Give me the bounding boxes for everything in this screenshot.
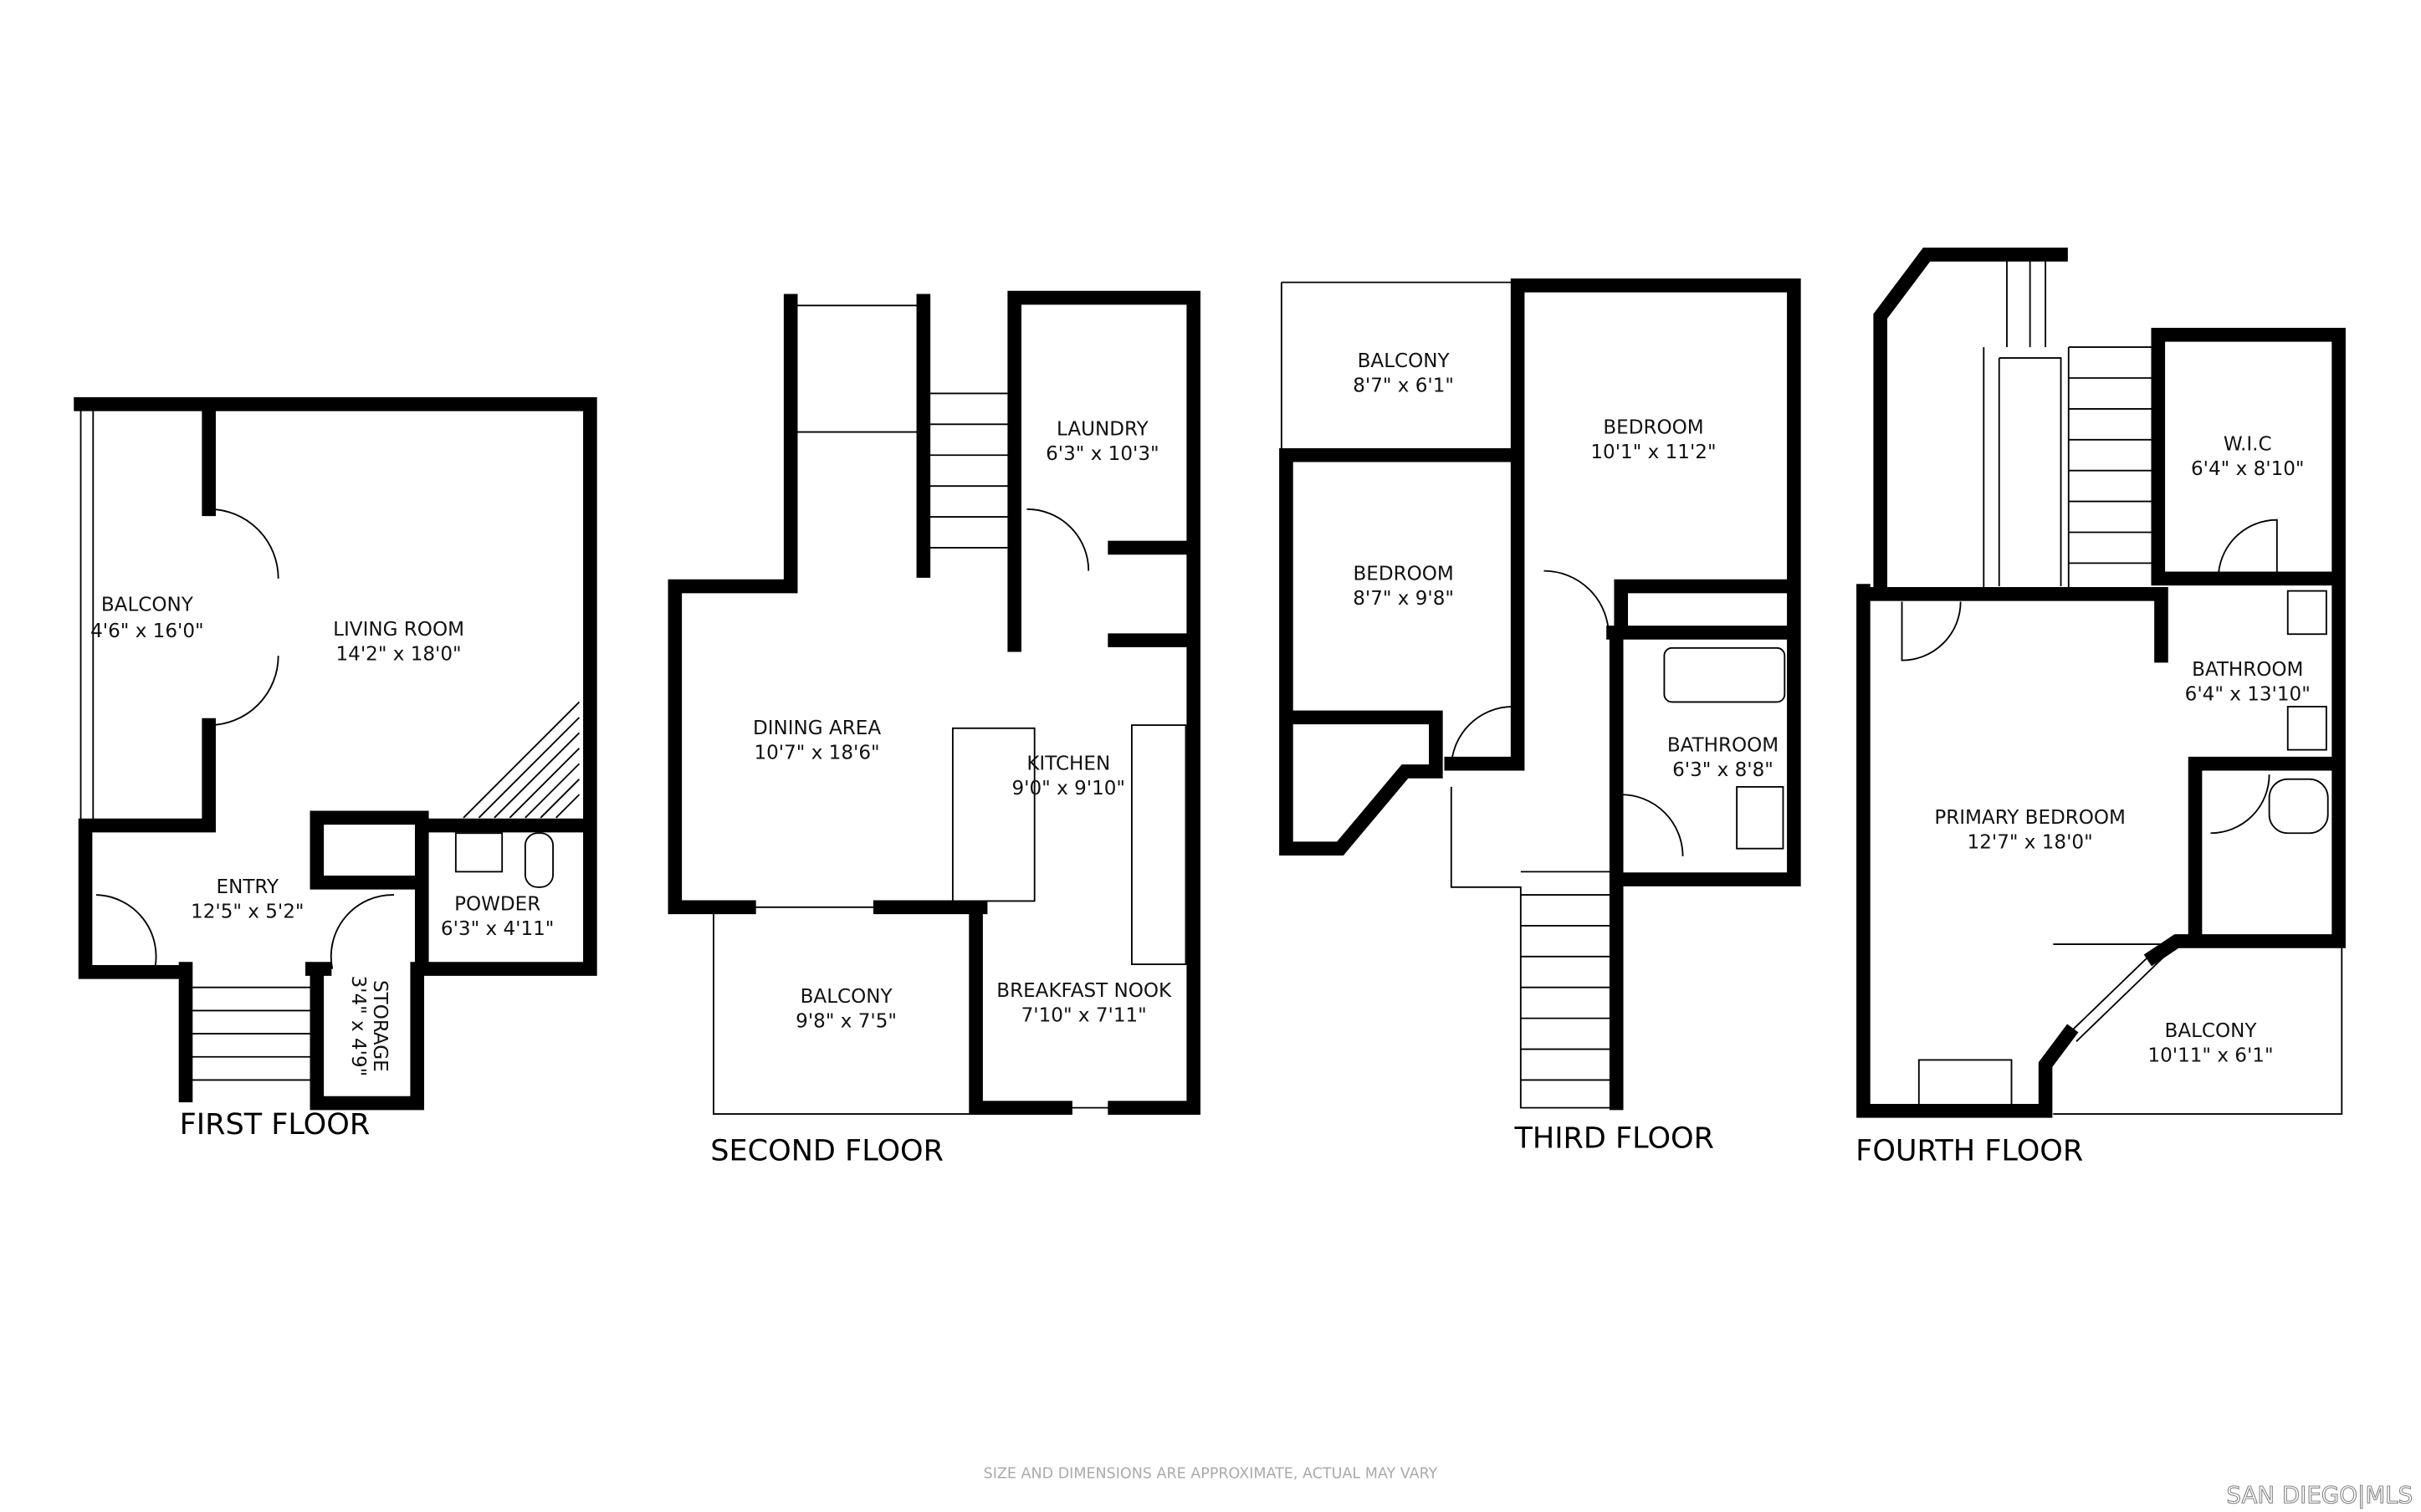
room-dims: 6'3" x 10'3" bbox=[1046, 443, 1159, 465]
floor-title: THIRD FLOOR bbox=[1513, 1121, 1714, 1156]
room-name: LAUNDRY bbox=[1057, 418, 1149, 440]
room-name: BEDROOM bbox=[1603, 416, 1703, 438]
room-name: W.I.C bbox=[2224, 434, 2272, 456]
room-dims: 3'4" x 4'9" bbox=[347, 975, 369, 1076]
room-dims: 9'8" x 7'5" bbox=[796, 1011, 897, 1033]
room-dims: 12'5" x 5'2" bbox=[191, 902, 304, 923]
room-name: BEDROOM bbox=[1353, 564, 1453, 585]
floor-title: FOURTH FLOOR bbox=[1855, 1133, 2083, 1167]
room-name: BATHROOM bbox=[2192, 659, 2303, 681]
first-floor-plan bbox=[74, 397, 597, 1111]
room-dims: 12'7" x 18'0" bbox=[1968, 832, 2093, 854]
room-dims: 8'7" x 9'8" bbox=[1353, 588, 1454, 610]
fourth-floor-plan bbox=[1856, 248, 2346, 1118]
room-name: BALCONY bbox=[2165, 1020, 2258, 1042]
room-name: STORAGE bbox=[369, 980, 391, 1072]
room-name: ENTRY bbox=[217, 876, 279, 898]
room-dims: 6'3" x 4'11" bbox=[441, 918, 554, 940]
room-dims: 10'11" x 6'1" bbox=[2147, 1045, 2273, 1066]
floor-title: FIRST FLOOR bbox=[180, 1107, 371, 1142]
room-name: BALCONY bbox=[801, 986, 893, 1008]
room-dims: 6'4" x 13'10" bbox=[2185, 684, 2311, 706]
floor-titles: FIRST FLOOR SECOND FLOOR THIRD FLOOR FOU… bbox=[180, 1107, 2084, 1167]
floor-title: SECOND FLOOR bbox=[710, 1133, 944, 1167]
room-name: KITCHEN bbox=[1026, 753, 1110, 775]
second-floor-plan bbox=[668, 290, 1201, 1115]
room-name: LIVING ROOM bbox=[333, 619, 464, 641]
disclaimer: SIZE AND DIMENSIONS ARE APPROXIMATE, ACT… bbox=[984, 1465, 1438, 1482]
room-labels: BALCONY 4'6" x 16'0" LIVING ROOM 14'2" x… bbox=[90, 350, 2311, 1076]
room-name: BATHROOM bbox=[1667, 734, 1779, 756]
room-dims: 10'1" x 11'2" bbox=[1590, 442, 1716, 463]
room-name: BALCONY bbox=[1358, 350, 1451, 372]
room-dims: 6'3" x 8'8" bbox=[1672, 759, 1774, 781]
room-name: DINING AREA bbox=[753, 718, 881, 739]
room-dims: 7'10" x 7'11" bbox=[1021, 1004, 1147, 1026]
room-name: PRIMARY BEDROOM bbox=[1934, 807, 2126, 829]
room-name: POWDER bbox=[454, 893, 540, 915]
room-name: BALCONY bbox=[101, 595, 194, 616]
room-dims: 8'7" x 6'1" bbox=[1353, 375, 1454, 397]
third-floor-plan bbox=[1279, 278, 1801, 1111]
room-dims: 14'2" x 18'0" bbox=[336, 644, 462, 666]
mls-logo: SAN DIEGO|MLS bbox=[2226, 1481, 2413, 1509]
room-dims: 6'4" x 8'10" bbox=[2191, 458, 2304, 480]
room-dims: 10'7" x 18'6" bbox=[754, 743, 879, 764]
room-name: BREAKFAST NOOK bbox=[996, 980, 1172, 1002]
room-dims: 4'6" x 16'0" bbox=[90, 621, 203, 642]
room-dims: 9'0" x 9'10" bbox=[1012, 778, 1125, 799]
